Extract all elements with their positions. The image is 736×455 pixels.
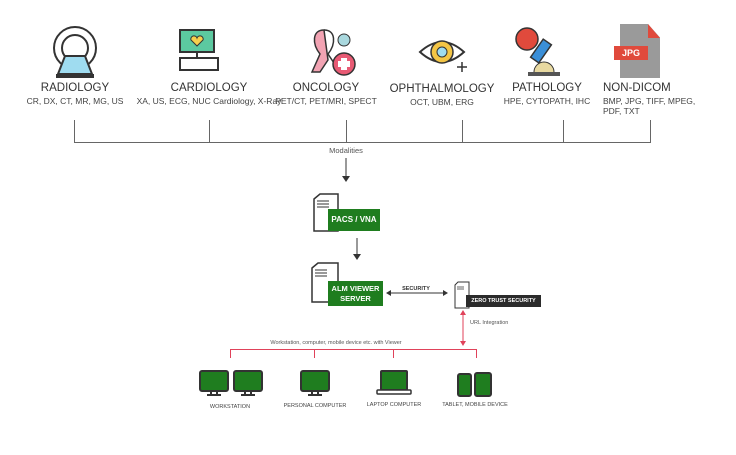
drop	[393, 349, 394, 358]
ophthalmology-title: OPHTHALMOLOGY	[389, 83, 495, 95]
cardiology-title: CARDIOLOGY	[170, 82, 248, 94]
alm-viewer-server-box: ALM VIEWER SERVER	[328, 281, 383, 306]
tick	[74, 120, 75, 142]
laptop-icon	[376, 370, 412, 395]
jpg-badge: JPG	[614, 46, 648, 60]
device-label-workstation: WORKSTATION	[209, 404, 251, 410]
tick	[650, 120, 651, 142]
tick	[563, 120, 564, 142]
radiology-title: RADIOLOGY	[40, 82, 110, 94]
url-integration-arrow	[460, 310, 466, 346]
drop	[314, 349, 315, 358]
eye-icon	[418, 40, 467, 72]
cardiology-sub: XA, US, ECG, NUC Cardiology, X-Ray	[136, 96, 282, 106]
ophthalmology-sub: OCT, UBM, ERG	[410, 97, 474, 107]
pathology-title: PATHOLOGY	[512, 82, 582, 94]
modalities-label: Modalities	[329, 146, 363, 155]
workstation-icon	[199, 370, 263, 396]
personal-computer-icon	[300, 370, 330, 396]
arrow-down	[342, 158, 350, 182]
ribbon-icon	[310, 29, 356, 76]
pathology-sub: HPE, CYTOPATH, IHC	[503, 96, 591, 106]
device-label-tablet: TABLET, MOBILE DEVICE	[442, 402, 508, 408]
oncology-sub: PET/CT, PET/MRI, SPECT	[275, 96, 377, 106]
microscope-icon	[515, 27, 560, 76]
ct-scanner-icon	[53, 26, 97, 78]
security-arrow	[386, 290, 448, 296]
device-label-pc: PERSONAL COMPUTER	[283, 403, 347, 409]
tick	[462, 120, 463, 142]
security-label: SECURITY	[402, 286, 430, 292]
radiology-sub: CR, DX, CT, MR, MG, US	[26, 96, 124, 106]
tablet-mobile-icon	[457, 372, 492, 397]
heart-monitor-icon	[179, 29, 219, 71]
non-dicom-title: NON-DICOM	[603, 82, 671, 94]
devices-caption: Workstation, computer, mobile device etc…	[270, 340, 402, 346]
modalities-bracket	[74, 142, 651, 143]
devices-line	[230, 349, 477, 350]
non-dicom-sub: BMP, JPG, TIFF, MPEG, PDF, TXT	[603, 96, 696, 116]
pacs-vna-box: PACS / VNA	[328, 209, 380, 231]
arrow-down	[353, 238, 361, 260]
url-integration-label: URL Integration	[470, 320, 509, 326]
tick	[209, 120, 210, 142]
zero-trust-security-box: ZERO TRUST SECURITY	[466, 295, 541, 307]
device-label-laptop: LAPTOP COMPUTER	[366, 402, 422, 408]
oncology-title: ONCOLOGY	[292, 82, 360, 94]
tick	[346, 120, 347, 142]
drop	[230, 349, 231, 358]
drop	[476, 349, 477, 358]
